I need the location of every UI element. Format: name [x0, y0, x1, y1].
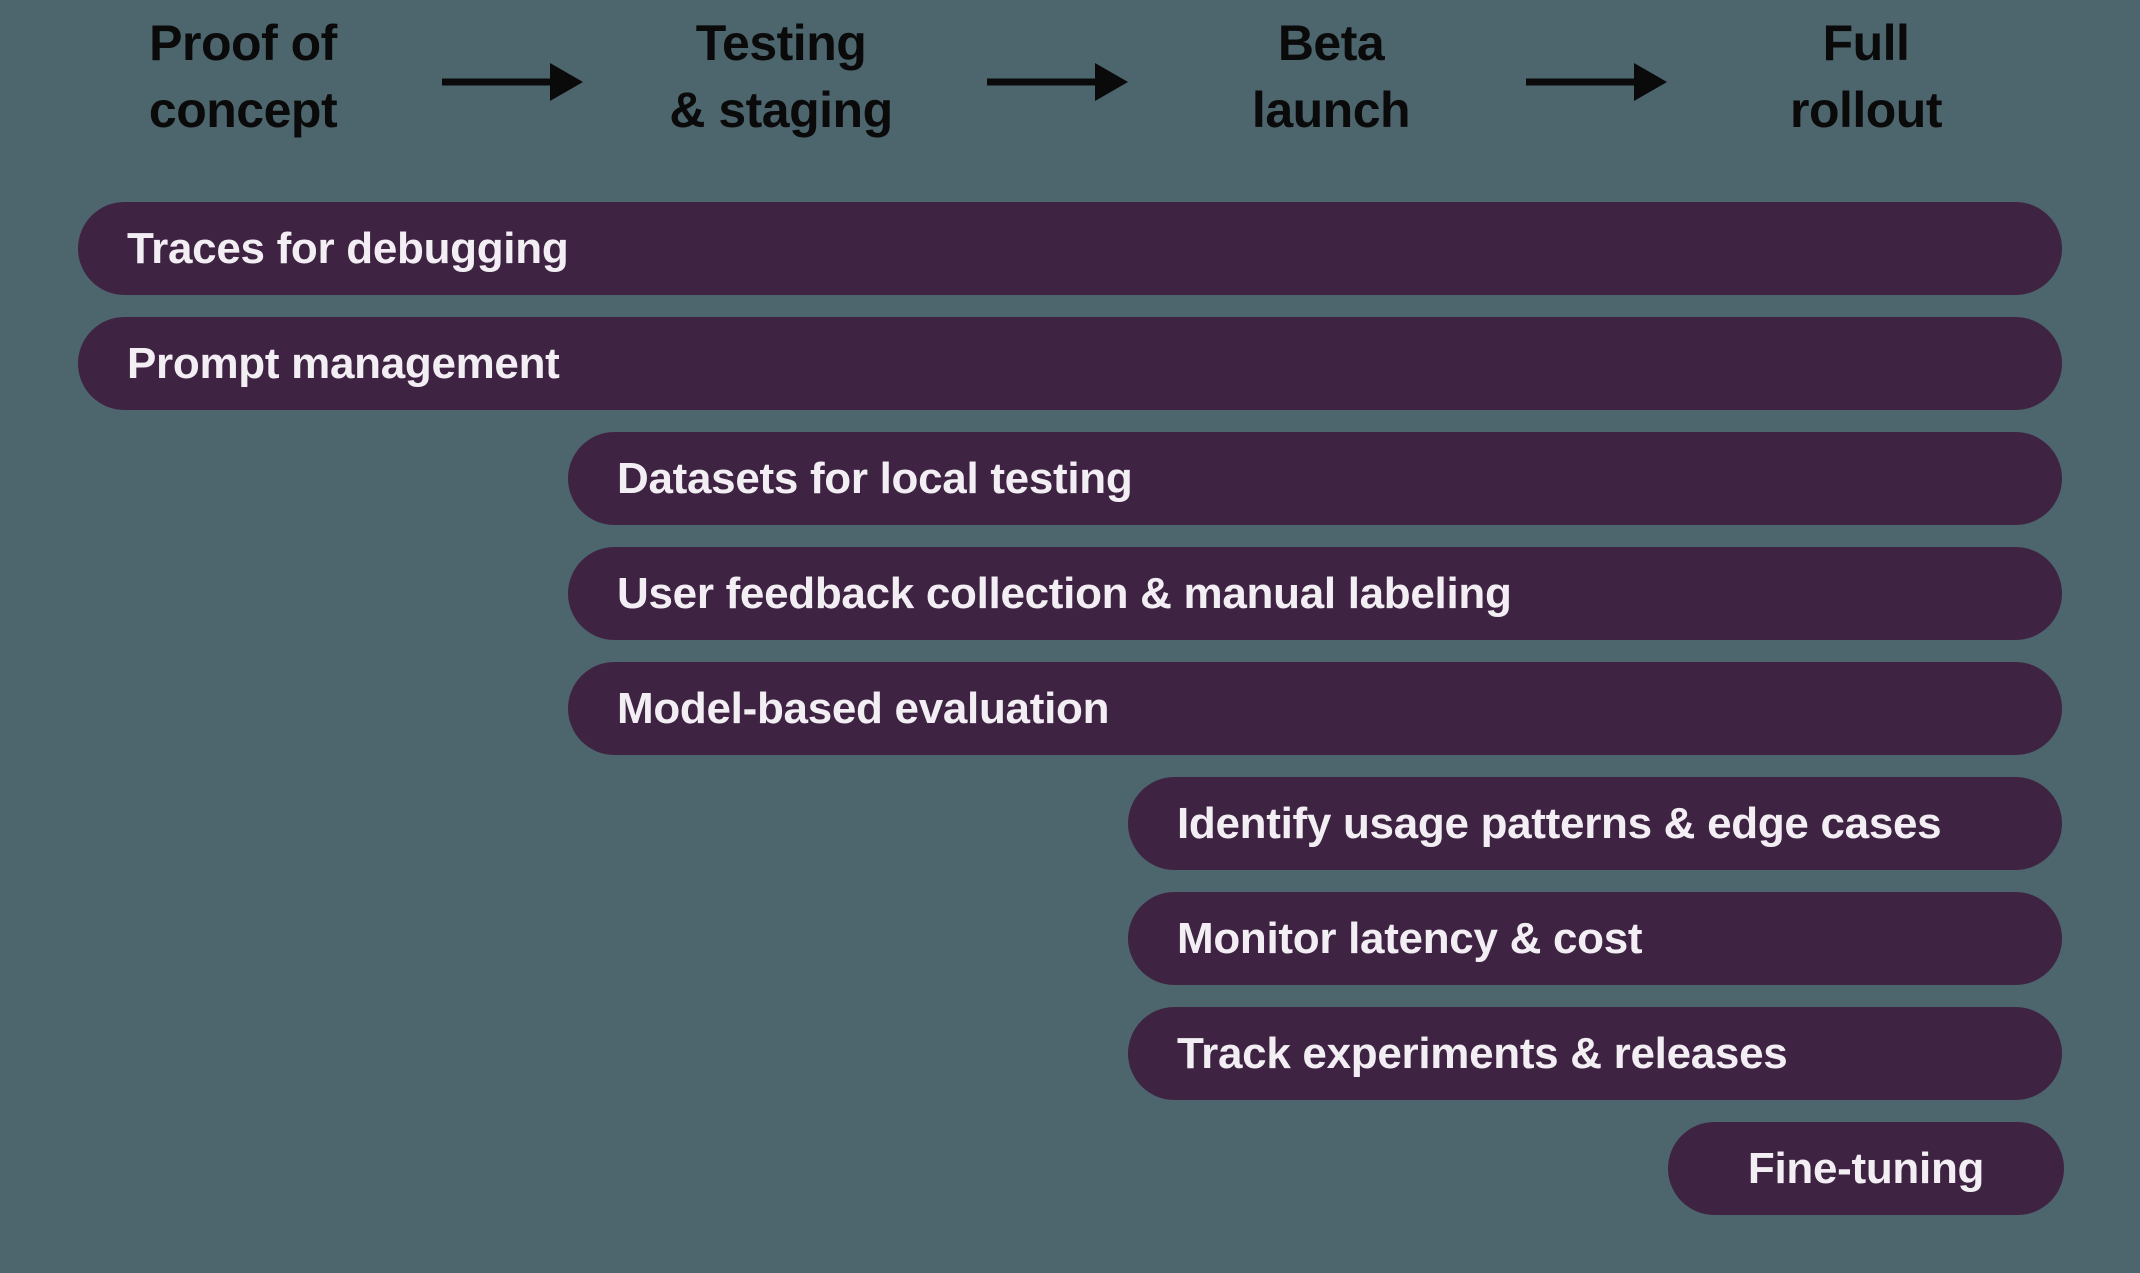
arrow-right-icon — [1526, 63, 1667, 101]
bar-label: Traces for debugging — [127, 223, 569, 273]
bar-track-experiments-releases: Track experiments & releases — [1128, 1007, 2062, 1100]
bar-monitor-latency-cost: Monitor latency & cost — [1128, 892, 2062, 985]
bar-label: Monitor latency & cost — [1177, 913, 1643, 963]
phase-label-proof-of-concept: Proof of concept — [0, 10, 503, 144]
bar-prompt-management: Prompt management — [78, 317, 2062, 410]
bar-label: Identify usage patterns & edge cases — [1177, 798, 1942, 848]
phase-label-full-rollout: Full rollout — [1606, 10, 2126, 144]
bar-traces-for-debugging: Traces for debugging — [78, 202, 2062, 295]
phase-label-line: Beta — [1277, 15, 1385, 71]
bar-label: Datasets for local testing — [617, 453, 1133, 503]
phase-label-line: Testing — [695, 15, 867, 71]
bar-model-based-evaluation: Model-based evaluation — [568, 662, 2062, 755]
bar-identify-usage-patterns: Identify usage patterns & edge cases — [1128, 777, 2062, 870]
bar-user-feedback-collection: User feedback collection & manual labeli… — [568, 547, 2062, 640]
bar-datasets-for-local-testing: Datasets for local testing — [568, 432, 2062, 525]
phase-label-beta-launch: Beta launch — [1071, 10, 1591, 144]
phase-label-testing-staging: Testing & staging — [521, 10, 1041, 144]
phase-label-line: Proof of — [149, 15, 337, 71]
arrow-right-icon — [442, 63, 583, 101]
bar-fine-tuning: Fine-tuning — [1668, 1122, 2064, 1215]
phase-label-line: & staging — [669, 82, 893, 138]
bar-label: Model-based evaluation — [617, 683, 1110, 733]
phase-label-line: concept — [148, 82, 338, 138]
bar-label: Prompt management — [127, 338, 560, 388]
bar-label: User feedback collection & manual labeli… — [617, 568, 1512, 618]
phase-label-line: launch — [1251, 82, 1411, 138]
bar-label: Track experiments & releases — [1177, 1028, 1788, 1078]
phase-label-line: rollout — [1789, 82, 1943, 138]
arrow-right-icon — [987, 63, 1128, 101]
phase-label-line: Full — [1822, 15, 1910, 71]
bar-label: Fine-tuning — [1747, 1143, 1985, 1193]
